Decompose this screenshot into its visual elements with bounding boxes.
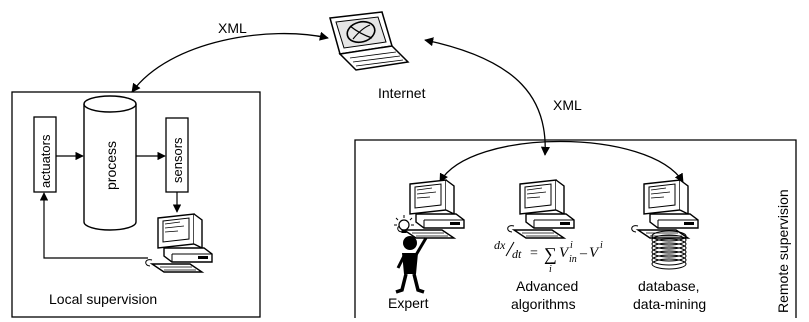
- cylinder-process-icon: [83, 95, 137, 231]
- local-supervision-label: Local supervision: [49, 291, 157, 307]
- formula-sum: ∑: [544, 244, 557, 264]
- xml-link-local: [131, 31, 329, 93]
- local-computer-icon: [145, 213, 213, 273]
- internet-label: Internet: [378, 85, 426, 101]
- remote-supervision-label: Remote supervision: [775, 189, 791, 313]
- advanced-label-line1: Advanced: [516, 278, 578, 294]
- database-label-line2: data-mining: [633, 296, 706, 312]
- formula-V2-sup: i: [600, 240, 603, 251]
- process-label: process: [103, 141, 119, 190]
- formula-dt: dt: [512, 247, 522, 261]
- balance-formula: dx dt = ∑ i V i in – V i: [494, 238, 603, 275]
- remote-supervision-box: [354, 139, 797, 318]
- formula-sum-index: i: [549, 264, 552, 275]
- formula-V1-sup: i: [570, 240, 573, 251]
- database-coil-icon: [651, 230, 687, 270]
- database-label-line1: database,: [638, 278, 700, 294]
- algorithms-computer-icon: [507, 179, 575, 239]
- advanced-label-line2: algorithms: [511, 296, 576, 312]
- xml-link-remote-computers: [439, 140, 684, 183]
- formula-V2: V: [589, 245, 600, 261]
- xml-top-label: XML: [218, 20, 247, 36]
- arrow-computer-actuators: [39, 192, 148, 259]
- formula-V1: V: [559, 245, 570, 261]
- actuators-label: actuators: [38, 134, 53, 188]
- formula-equals: =: [530, 246, 538, 261]
- xml-link-remote: [424, 37, 550, 156]
- expert-computer-icon: [397, 179, 465, 239]
- formula-V1-sub: in: [569, 254, 577, 265]
- local-supervision-box: [11, 91, 261, 318]
- expert-label: Expert: [388, 295, 429, 311]
- internet-terminal-icon: [329, 11, 410, 71]
- person-lightbulb-icon: [394, 215, 428, 294]
- xml-right-label: XML: [553, 97, 582, 113]
- formula-dx: dx: [494, 238, 506, 252]
- formula-minus: –: [579, 246, 588, 261]
- sensors-label: sensors: [170, 137, 185, 183]
- database-computer-icon: [631, 179, 699, 239]
- actuators-box: [33, 116, 57, 193]
